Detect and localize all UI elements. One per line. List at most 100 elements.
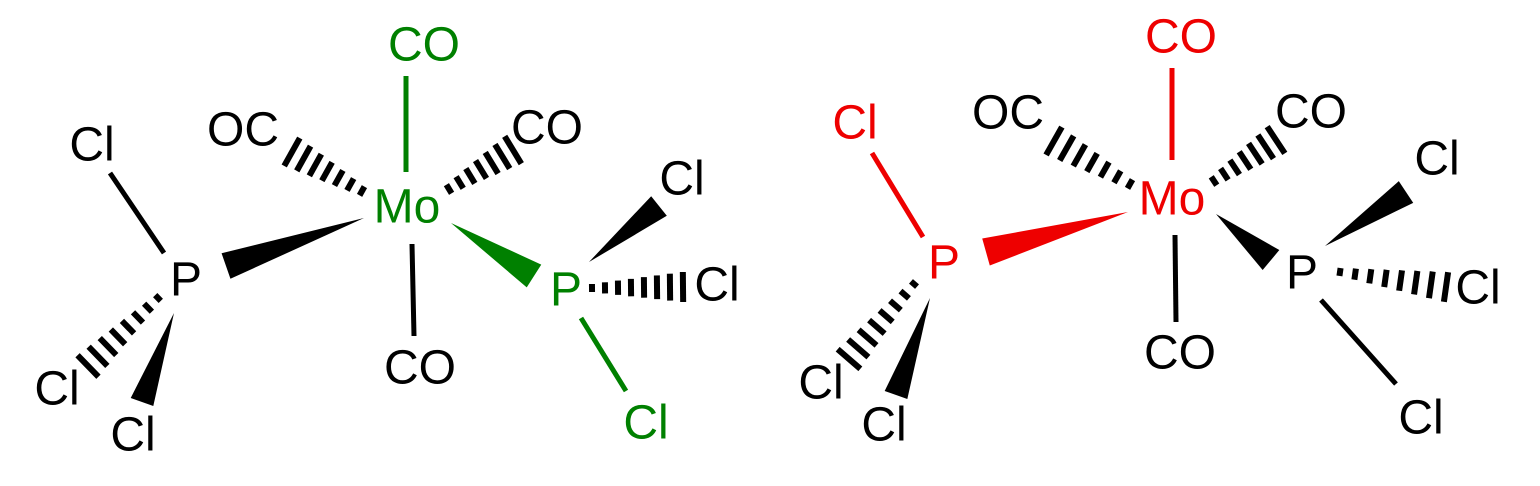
- hash-mark: [1124, 178, 1136, 190]
- bond-p-left-cl-bottom-wedge: [884, 298, 930, 399]
- bond-mo-p-left-wedge: [221, 218, 364, 279]
- atom-co-upper-right: CO: [511, 102, 583, 155]
- hash-mark: [1246, 141, 1265, 166]
- hash-mark: [835, 346, 863, 372]
- bond-mo-co-bottom: [1172, 234, 1179, 323]
- bond-p-left-cl-bottom-wedge: [130, 313, 174, 407]
- hash-mark: [492, 142, 513, 171]
- hash-mark: [294, 144, 314, 173]
- hash-mark: [108, 327, 128, 347]
- hash-mark: [856, 327, 879, 348]
- bond-mo-co-bottom: [409, 243, 417, 337]
- bond-p-left-cl-upper: [869, 151, 926, 239]
- atom-cl-left-upper: Cl: [832, 97, 877, 150]
- atom-oc-upper-left: OC: [972, 87, 1044, 140]
- atom-mo: Mo: [1139, 173, 1206, 226]
- bond-mo-co-upper-right-hash: [1208, 124, 1288, 187]
- bond-p-right-cl-upper-wedge: [589, 196, 667, 262]
- hash-mark: [1227, 158, 1242, 177]
- bond-p-left-cl-lower-hash: [835, 279, 919, 372]
- hash-mark: [1084, 151, 1100, 174]
- hash-mark: [319, 160, 335, 183]
- bond-p-right-cl-middle-hash: [588, 271, 687, 303]
- hash-mark: [119, 318, 137, 336]
- hash-mark: [898, 288, 911, 301]
- bond-p-left-cl-upper: [107, 171, 167, 255]
- right-molecule: Mo CO OC CO CO Cl P Cl Cl P Cl Cl Cl: [798, 11, 1500, 452]
- atom-cl-right-middle: Cl: [694, 259, 739, 312]
- atom-co-top: CO: [1145, 11, 1217, 64]
- atom-co-top: CO: [388, 19, 460, 72]
- bond-mo-oc-upper-left-hash: [1043, 125, 1136, 190]
- hash-mark: [1255, 133, 1276, 161]
- atom-p-right: P: [550, 264, 582, 317]
- atom-p-left: P: [170, 254, 202, 307]
- atom-mo: Mo: [374, 181, 441, 234]
- hash-mark: [1070, 143, 1089, 168]
- hash-mark: [356, 185, 368, 197]
- hash-mark: [888, 298, 903, 313]
- hash-mark: [1381, 269, 1390, 288]
- hash-mark: [909, 279, 919, 289]
- hash-mark: [306, 152, 324, 178]
- hash-mark: [1218, 166, 1231, 182]
- hash-mark: [1264, 124, 1288, 156]
- atom-co-bottom: CO: [1144, 327, 1216, 380]
- atom-cl-left-lower: Cl: [798, 357, 843, 410]
- bond-mo-p-right-wedge: [451, 223, 542, 288]
- bond-p-left-cl-lower-hash: [75, 293, 163, 379]
- hash-mark: [443, 183, 455, 195]
- bond-mo-p-left-wedge: [982, 212, 1128, 266]
- atom-cl-left-bottom: Cl: [110, 409, 155, 462]
- hash-mark: [153, 293, 163, 303]
- atom-cl-right-bottom: Cl: [1398, 392, 1443, 445]
- hash-mark: [75, 353, 101, 379]
- hash-mark: [331, 168, 346, 188]
- bond-p-right-cl-bottom: [1319, 298, 1398, 386]
- atom-co-upper-right: CO: [1275, 86, 1347, 139]
- hash-mark: [86, 344, 110, 369]
- hash-mark: [141, 301, 155, 314]
- hash-mark: [877, 308, 895, 325]
- atom-cl-left-upper: Cl: [69, 119, 114, 172]
- hash-mark: [1366, 268, 1375, 284]
- hash-mark: [463, 167, 478, 185]
- hash-mark: [1351, 268, 1359, 281]
- hash-mark: [472, 158, 490, 181]
- atom-cl-left-bottom: Cl: [861, 399, 906, 452]
- hash-mark: [344, 177, 357, 192]
- hash-mark: [1426, 271, 1436, 299]
- hash-mark: [1396, 269, 1405, 292]
- hash-mark: [1043, 125, 1065, 157]
- bond-p-right-cl-bottom: [578, 316, 629, 393]
- atom-cl-right-middle: Cl: [1455, 262, 1500, 315]
- hash-mark: [867, 317, 887, 336]
- hash-mark: [1208, 175, 1220, 187]
- atom-cl-right-upper: Cl: [659, 153, 704, 206]
- bond-mo-oc-upper-left-hash: [281, 136, 368, 197]
- bond-mo-co-upper-right-hash: [443, 134, 524, 195]
- bond-mo-p-right-wedge: [1216, 214, 1280, 270]
- hash-mark: [482, 150, 501, 176]
- left-molecule: Mo CO OC CO CO P Cl Cl Cl P Cl Cl Cl: [34, 19, 739, 462]
- hash-mark: [1111, 169, 1124, 185]
- hash-mark: [502, 134, 524, 166]
- hash-mark: [130, 310, 146, 325]
- atom-cl-left-lower: Cl: [34, 363, 79, 416]
- atom-co-bottom: CO: [384, 342, 456, 395]
- hash-mark: [97, 335, 119, 358]
- hash-mark: [453, 175, 466, 190]
- atom-cl-right-bottom: Cl: [623, 397, 668, 450]
- hash-mark: [1236, 150, 1254, 171]
- bond-p-right-cl-middle-hash: [1336, 267, 1452, 303]
- atom-oc-upper-left: OC: [207, 104, 279, 157]
- hash-mark: [1440, 271, 1452, 303]
- atom-p-left: P: [928, 237, 960, 290]
- hash-mark: [1097, 160, 1112, 179]
- hash-mark: [281, 136, 303, 168]
- hash-mark: [1057, 134, 1077, 162]
- hash-mark: [1336, 267, 1344, 277]
- hash-mark: [846, 337, 871, 360]
